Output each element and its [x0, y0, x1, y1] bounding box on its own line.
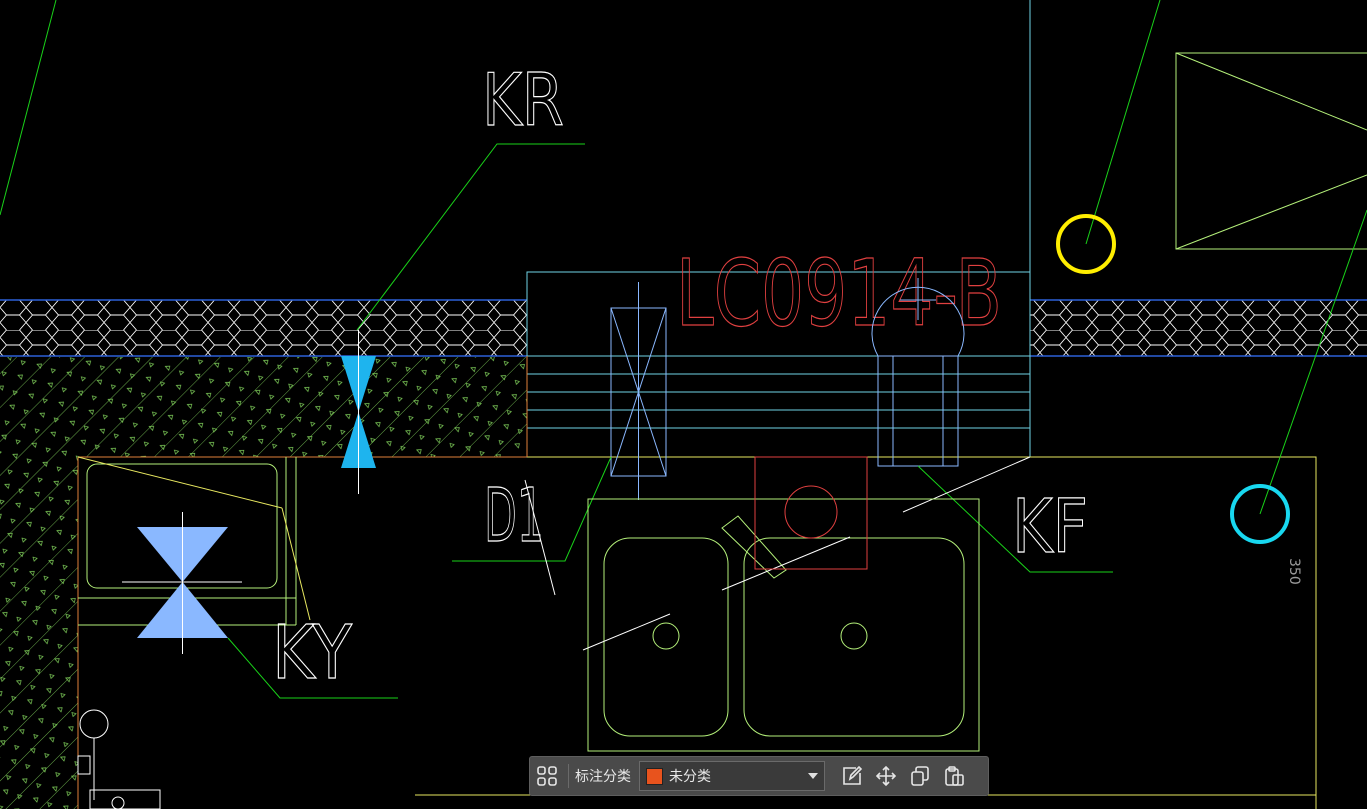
- double-sink: [582, 498, 980, 752]
- kr-leader: [356, 143, 585, 331]
- grid-icon[interactable]: [530, 759, 564, 793]
- ky-label: KY: [272, 610, 353, 696]
- category-dropdown[interactable]: 未分类: [639, 761, 825, 791]
- toolbar-divider: [568, 764, 569, 788]
- leader-line: [0, 0, 57, 216]
- cyan-leader: [1259, 209, 1367, 515]
- window-tag: LC0914-B: [676, 240, 1002, 347]
- insulation-wall: [0, 299, 1367, 357]
- category-color-swatch: [646, 767, 663, 785]
- faucet: [77, 709, 161, 809]
- kf-label: KF: [1012, 484, 1088, 570]
- kf-leader: [917, 465, 1113, 573]
- d1-fixture: [610, 282, 667, 500]
- d1-mark: [524, 479, 556, 596]
- ky-leader: [227, 637, 398, 699]
- d1-leader: [452, 456, 612, 562]
- chevron-down-icon: [808, 773, 818, 779]
- paste-icon[interactable]: [937, 759, 971, 793]
- yellow-leader: [1085, 0, 1161, 245]
- annotation-toolbar: 标注分类 未分类: [529, 756, 989, 796]
- category-value: 未分类: [669, 769, 711, 785]
- edit-icon[interactable]: [835, 759, 869, 793]
- dimension-text: 350: [1286, 558, 1302, 585]
- triangle-panel: [1175, 52, 1367, 250]
- ky-fixture: [122, 512, 242, 654]
- copy-icon[interactable]: [903, 759, 937, 793]
- annotation-category-label: 标注分类: [575, 769, 631, 785]
- marker-circle-cyan: [1230, 484, 1290, 544]
- d1-label: D1: [484, 473, 544, 559]
- kr-label: KR: [482, 58, 564, 142]
- move-icon[interactable]: [869, 759, 903, 793]
- concrete-hatch: [0, 357, 527, 809]
- kr-fixture: [341, 330, 376, 494]
- tap-box: [754, 456, 868, 570]
- marker-circle-yellow: [1056, 214, 1116, 274]
